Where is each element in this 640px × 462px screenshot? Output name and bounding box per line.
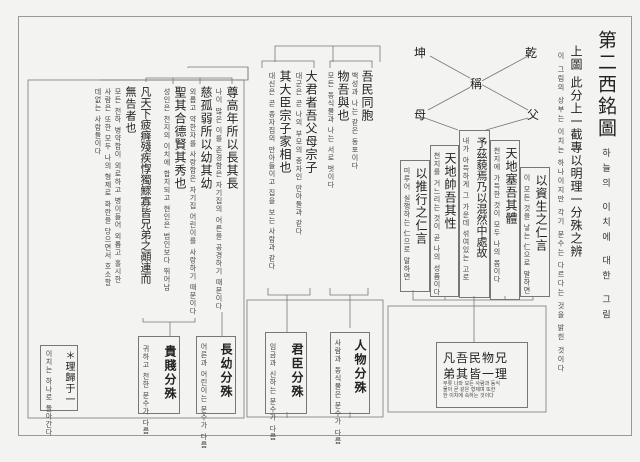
left-col-1-hanja: 尊高年所以長其長 <box>225 86 239 190</box>
middle-col-4-hanja: 其大臣宗子家相也 <box>278 70 292 174</box>
box-hanja: 以推行之仁言 <box>414 167 428 245</box>
left-col-4-korean-1: 모든 천하 병약함이 외로하고 병이들어 외롭고 홀시한 <box>114 88 122 284</box>
note-hanja: ＊理歸于一 <box>63 350 74 405</box>
box-korean: 미루어 실행하는 仁으로 말하면 <box>403 167 411 281</box>
middle-col-3-korean: 대군은 곧 나의 부모의 종자인 만아들과 같다 <box>295 72 303 236</box>
middle-col-2-hanja: 物吾與也 <box>336 70 350 122</box>
bottom-box-guijian: 貴賤分殊 귀하고 천한 분수가 다름 <box>138 336 180 435</box>
middle-col-1-korean: 백성과 나는 같은 동포이다 <box>351 72 359 170</box>
box-korean: 어른과 어린이는 분수가 다름 <box>200 343 208 449</box>
box-hanja: 君臣分殊 <box>290 343 304 399</box>
diagram-title-korean: 하늘의 이치에 대한 그림 <box>600 148 610 325</box>
box-korean: 이 모든 것을 낳는 仁으로 말하면 <box>523 174 531 295</box>
middle-col-3-hanja: 大君者吾父母宗子 <box>304 70 318 174</box>
note-box: ＊理歸于一 이치는 하나로 돌아간다 <box>40 345 78 437</box>
right-box-4: 天地帥吾其性 천지를 거느리는 것이 곧 나의 성품이다 <box>430 145 459 297</box>
fu-char: 父 <box>527 108 540 122</box>
summary-box: 凡吾民物兄 弟其皆一理 무릇 나와 모든 사람과 동식물이 곧 같은 형제며 또… <box>436 342 528 408</box>
left-col-2-hanja: 慈孤弱所以幼其幼 <box>199 86 213 190</box>
box-hanja: 長幼分殊 <box>219 343 233 399</box>
box-hanja: 貴賤分殊 <box>163 345 177 401</box>
box-korean: 내가 아득하게 그 가운데 섞여있는 고로 <box>462 137 470 282</box>
mu-char: 母 <box>414 108 427 122</box>
left-col-4-hanja-2: 無告者也 <box>124 86 137 134</box>
bottom-box-junchen: 君臣分殊 임금과 신하는 분수가 다름 <box>265 332 307 441</box>
box-hanja: 予茲藐焉乃以混然中處故 <box>475 137 488 258</box>
box-hanja: 天地帥吾其性 <box>443 152 457 230</box>
left-col-3-korean: 성인은 천지의 이치에 합치되고 현인은 범인보다 뛰어남 <box>163 88 171 292</box>
bottom-box-zhangyou: 長幼分殊 어른과 어린이는 분수가 다름 <box>196 336 236 449</box>
kun-char: 坤 <box>414 46 427 60</box>
left-col-4-korean-2: 사람은 또한 모두 나의 형제로 화란을 당으면서 호소할 <box>104 88 112 287</box>
right-box-5: 以推行之仁言 미루어 실행하는 仁으로 말하면 <box>400 160 430 292</box>
middle-col-4-korean: 대신은 곧 종자집의 만아들이고 집을 보는 사람과 같다 <box>268 72 276 271</box>
right-box-2: 天地塞吾其體 천지에 가득한 것이 모두 나의 몸이다 <box>490 140 520 300</box>
middle-col-1-hanja: 吾民同胞 <box>360 70 374 122</box>
right-box-3: 予茲藐焉乃以混然中處故 내가 아득하게 그 가운데 섞여있는 고로 <box>459 130 490 298</box>
intro-text-korean: 이 그림의 상부는 이치는 하나이지만 각기 분수는 다르다는 것을 밝힌 것이… <box>557 52 565 374</box>
summary-hanja-line2: 弟其皆一理 <box>443 367 509 381</box>
box-hanja: 人物分殊 <box>353 339 367 395</box>
intro-text: 上圖 此分上一截專以明理一分殊之辨 <box>569 45 583 258</box>
middle-col-2-korean: 모든 동식물과 나는 서로 벗이다 <box>327 72 335 189</box>
left-col-4-korean-3: 데없는 사람들이다 <box>94 88 102 156</box>
box-hanja: 以資生之仁言 <box>534 174 548 252</box>
diagram-title: 第二西銘圖 <box>595 30 617 140</box>
qian-char: 乾 <box>525 46 538 60</box>
left-col-3-hanja: 聖其合德賢其秀也 <box>173 86 187 190</box>
note-korean: 이치는 하나로 돌아간다 <box>45 350 53 437</box>
summary-hanja-line1: 凡吾民物兄 <box>443 351 509 365</box>
left-col-1-korean: 나이 많은 이를 존경함은 자기집의 어른을 공경하기 때문이다 <box>215 88 223 311</box>
box-korean: 임금과 신하는 분수가 다름 <box>269 343 277 441</box>
box-korean: 천지에 가득한 것이 모두 나의 몸이다 <box>493 147 501 284</box>
page-frame <box>18 16 632 436</box>
bottom-box-renwu: 人物分殊 사람과 동식물은 분수가 다름 <box>330 332 370 445</box>
box-korean: 사람과 동식물은 분수가 다름 <box>334 339 342 445</box>
box-hanja: 天地塞吾其體 <box>504 147 518 225</box>
cheng-char: 稱 <box>470 75 483 92</box>
left-col-4-hanja-1: 凡天下疲癃殘疾惸獨鰥寡皆兄弟之顚連而 <box>139 86 152 284</box>
box-korean: 천지를 거느리는 것이 곧 나의 성품이다 <box>433 152 441 297</box>
summary-korean: 무릇 나와 모든 사람과 동식물이 곧 같은 형제며 또한 한 이치에 속하는 … <box>443 381 500 399</box>
left-col-2-korean: 외롭고 약한자를 사랑함은 자기집 어린이를 사랑하기 때문이다 <box>189 88 197 316</box>
box-korean: 귀하고 천한 분수가 다름 <box>142 345 150 435</box>
right-box-1: 以資生之仁言 이 모든 것을 낳는 仁으로 말하면 <box>520 167 550 297</box>
